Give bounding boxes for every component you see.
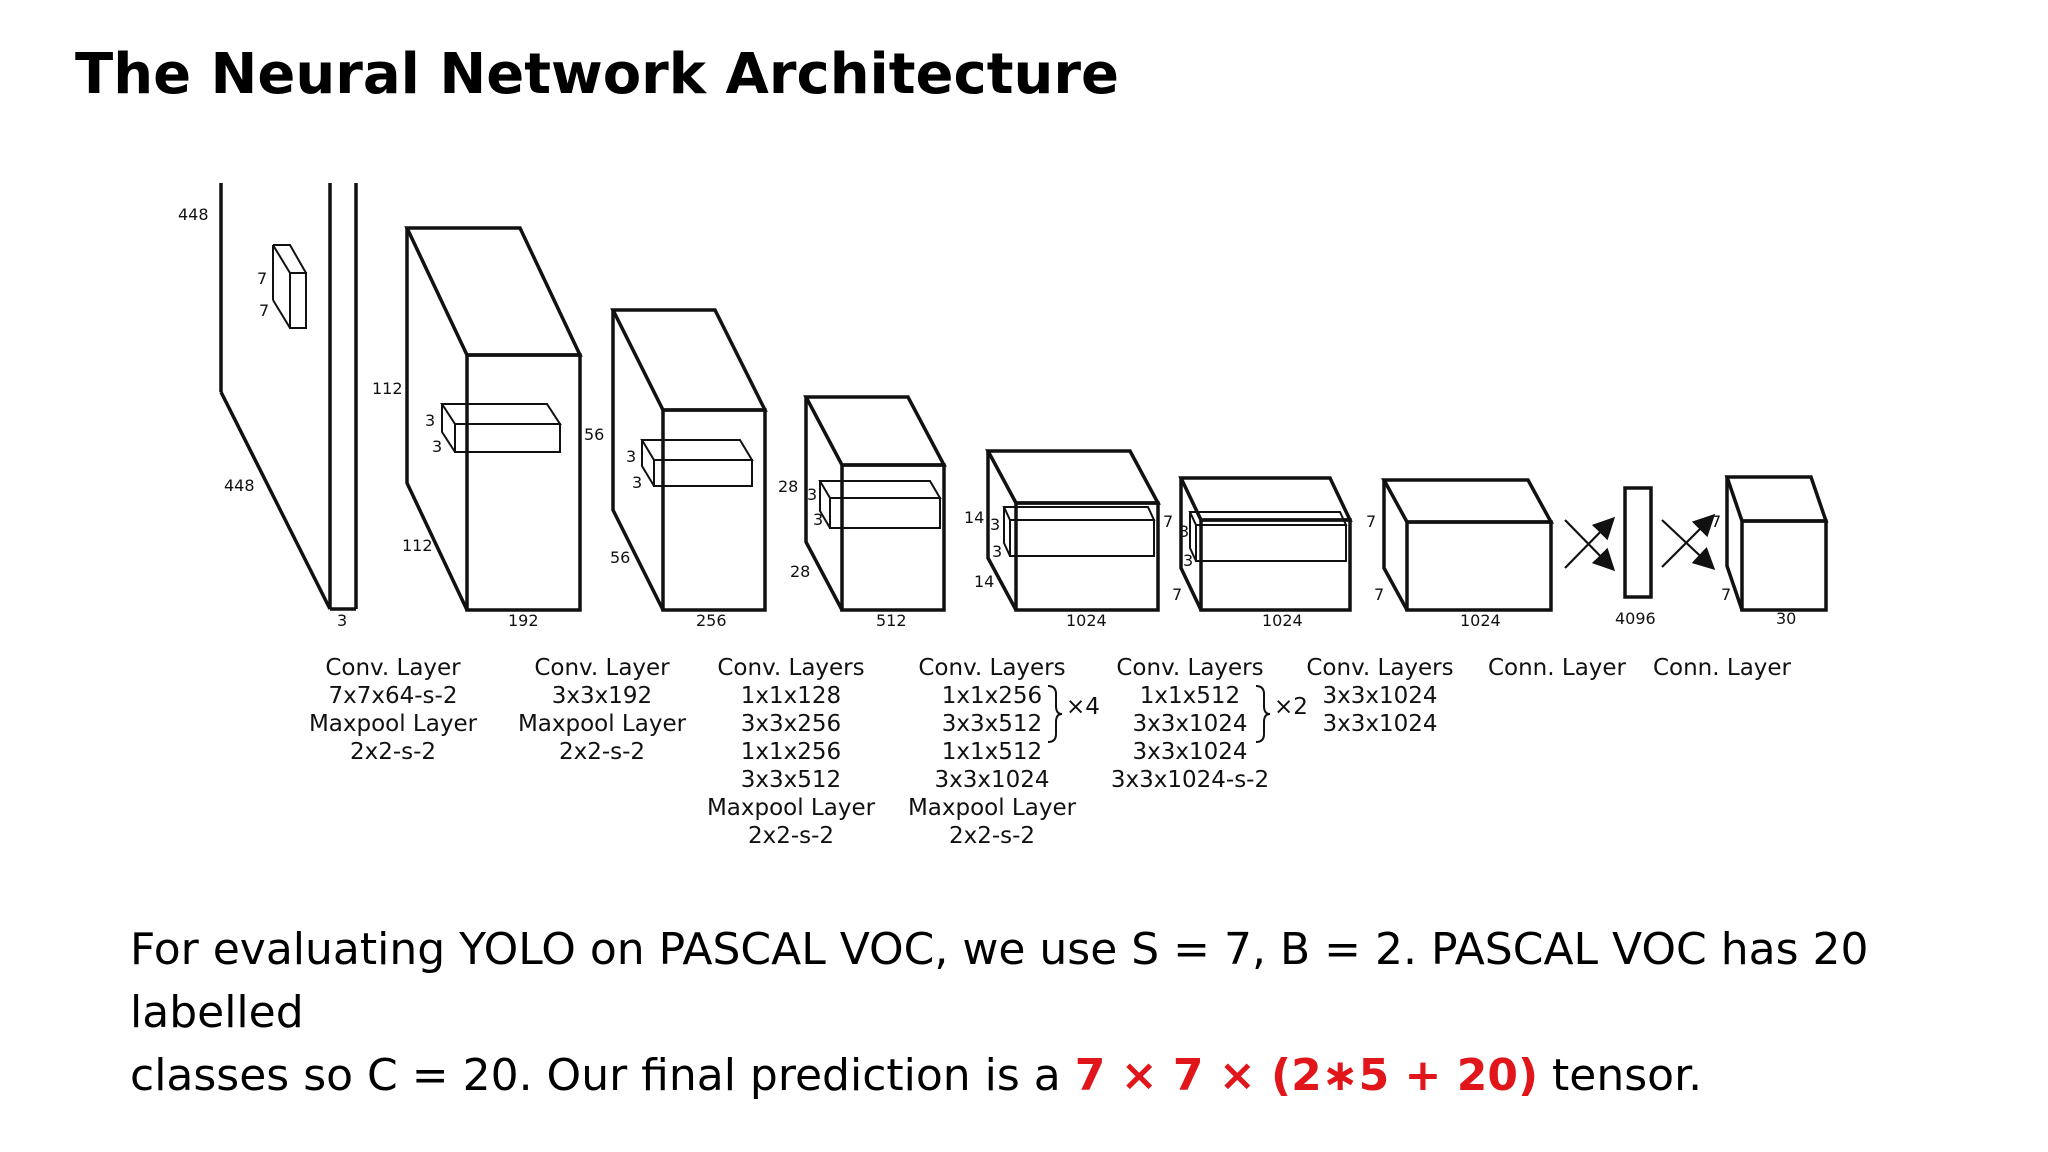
- caption-layer6-line2: 3x3x1024: [1322, 683, 1437, 709]
- input-volume: [219, 183, 358, 611]
- volume-7a: [1178, 476, 1353, 612]
- b2-kernel-a-label: 3: [425, 411, 435, 430]
- b4-kernel-b-label: 3: [813, 510, 823, 529]
- caption-layer3-line1: Conv. Layers: [717, 655, 864, 681]
- caption-layer4-line1: Conv. Layers: [918, 655, 1065, 681]
- input-kernel-a-label: 7: [257, 269, 267, 288]
- b4-kernel-a-label: 3: [807, 485, 817, 504]
- volume-14: [985, 449, 1161, 612]
- caption-layer2-line3: Maxpool Layer: [518, 711, 687, 737]
- kernel-112: [440, 403, 562, 453]
- connection-arrows-2: [1661, 513, 1716, 571]
- out-depth-label: 30: [1776, 609, 1796, 628]
- caption-layer5-line5: 3x3x1024-s-2: [1111, 767, 1269, 793]
- caption-layer8-line1: Conn. Layer: [1653, 655, 1792, 681]
- b7-height-label: 7: [1366, 512, 1376, 531]
- kernel-14: [1002, 506, 1156, 557]
- repeat-brace-x4: [1047, 685, 1063, 743]
- fc-layer-4096: [1623, 486, 1653, 599]
- caption-layer5-line3: 3x3x1024: [1132, 711, 1247, 737]
- b2-height-label: 112: [372, 379, 403, 398]
- b2-kernel-b-label: 3: [432, 437, 442, 456]
- caption-line-1: For evaluating YOLO on PASCAL VOC, we us…: [130, 924, 1869, 1038]
- caption-layer3-line4: 1x1x256: [741, 739, 841, 765]
- volume-28: [803, 395, 947, 612]
- volume-112: [404, 226, 583, 612]
- caption-line-2: classes so C = 20. Our final prediction …: [130, 1044, 2010, 1107]
- b3-kernel-b-label: 3: [632, 473, 642, 492]
- b6-depth-label: 1024: [1262, 611, 1303, 630]
- caption-layer7-line1: Conn. Layer: [1488, 655, 1627, 681]
- out-height-label: 7: [1711, 512, 1721, 531]
- slide-title: The Neural Network Architecture: [75, 42, 1119, 107]
- caption-layer1-line4: 2x2-s-2: [350, 739, 436, 765]
- b7-depth-label: 1024: [1460, 611, 1501, 630]
- b3-depth-label: 256: [696, 611, 727, 630]
- caption-layer1-line2: 7x7x64-s-2: [329, 683, 458, 709]
- b3-kernel-a-label: 3: [626, 447, 636, 466]
- caption-layer1-line1: Conv. Layer: [325, 655, 461, 681]
- caption-layer4-line7: 2x2-s-2: [949, 823, 1035, 849]
- caption-layer5-line1: Conv. Layers: [1116, 655, 1263, 681]
- out-width-label: 7: [1721, 585, 1731, 604]
- caption-layer2-line4: 2x2-s-2: [559, 739, 645, 765]
- caption-line-2-post: tensor.: [1538, 1050, 1703, 1101]
- b3-height-label: 56: [584, 425, 604, 444]
- repeat-x2-label: ×2: [1274, 694, 1308, 720]
- output-volume: [1724, 475, 1829, 612]
- b4-depth-label: 512: [876, 611, 907, 630]
- caption-layer3-line3: 3x3x256: [741, 711, 841, 737]
- repeat-x4-label: ×4: [1066, 694, 1100, 720]
- caption-layer3-line6: Maxpool Layer: [707, 795, 876, 821]
- kernel-56: [640, 439, 754, 487]
- caption-layer5-line2: 1x1x512: [1140, 683, 1240, 709]
- caption-layer4-line3: 3x3x512: [942, 711, 1042, 737]
- b5-kernel-a-label: 3: [990, 515, 1000, 534]
- connection-arrows-1: [1564, 516, 1616, 572]
- b6-height-label: 7: [1163, 512, 1173, 531]
- repeat-brace-x2: [1255, 685, 1271, 743]
- input-depth-label: 3: [337, 611, 347, 630]
- architecture-diagram: 448 448 3 7 7 112 112 192 3 3 56 56 256 …: [178, 183, 1829, 849]
- b6-kernel-a-label: 3: [1179, 522, 1189, 541]
- caption-line-2-pre: classes so C = 20. Our final prediction …: [130, 1050, 1075, 1101]
- caption-layer4-line6: Maxpool Layer: [908, 795, 1077, 821]
- body-caption: For evaluating YOLO on PASCAL VOC, we us…: [130, 918, 2010, 1107]
- volume-7b: [1381, 478, 1554, 612]
- tensor-shape-highlight: 7 × 7 × (2∗5 + 20): [1074, 1050, 1539, 1101]
- caption-layer2-line1: Conv. Layer: [534, 655, 670, 681]
- caption-layer4-line2: 1x1x256: [942, 683, 1042, 709]
- b5-depth-label: 1024: [1066, 611, 1107, 630]
- input-width-label: 448: [224, 476, 255, 495]
- caption-layer2-line2: 3x3x192: [552, 683, 652, 709]
- input-kernel: [272, 244, 307, 329]
- caption-layer3-line2: 1x1x128: [741, 683, 841, 709]
- b5-kernel-b-label: 3: [992, 542, 1002, 561]
- kernel-7a: [1188, 511, 1348, 562]
- b3-width-label: 56: [610, 548, 630, 567]
- caption-layer3-line7: 2x2-s-2: [748, 823, 834, 849]
- b4-width-label: 28: [790, 562, 810, 581]
- kernel-28: [818, 480, 942, 529]
- volume-56: [610, 308, 768, 612]
- b2-width-label: 112: [402, 536, 433, 555]
- input-height-label: 448: [178, 205, 209, 224]
- b6-kernel-b-label: 3: [1183, 551, 1193, 570]
- input-kernel-b-label: 7: [259, 301, 269, 320]
- caption-layer4-line4: 1x1x512: [942, 739, 1042, 765]
- caption-layer3-line5: 3x3x512: [741, 767, 841, 793]
- caption-layer6-line1: Conv. Layers: [1306, 655, 1453, 681]
- b2-depth-label: 192: [508, 611, 539, 630]
- caption-layer4-line5: 3x3x1024: [934, 767, 1049, 793]
- fc-depth-label: 4096: [1615, 609, 1656, 628]
- caption-layer6-line3: 3x3x1024: [1322, 711, 1437, 737]
- b5-width-label: 14: [974, 572, 994, 591]
- caption-layer5-line4: 3x3x1024: [1132, 739, 1247, 765]
- b5-height-label: 14: [964, 508, 984, 527]
- b7-width-label: 7: [1374, 585, 1384, 604]
- caption-layer1-line3: Maxpool Layer: [309, 711, 478, 737]
- b6-width-label: 7: [1172, 585, 1182, 604]
- b4-height-label: 28: [778, 477, 798, 496]
